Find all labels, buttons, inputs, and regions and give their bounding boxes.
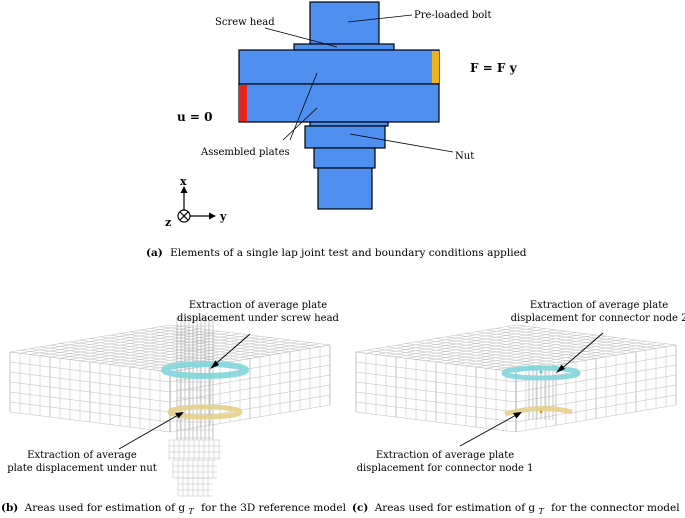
x-arrow-icon [180,186,188,193]
bolt-leader [347,14,413,23]
arrow-c-bottom [459,413,519,447]
caption-b-text: Areas used for estimation of g [24,502,186,514]
nut-lower [313,147,376,169]
caption-a-text: Elements of a single lap joint test and … [170,247,527,259]
nut-leader [349,133,454,153]
y-axis-label: y [219,210,227,223]
y-arrow-icon [209,212,216,220]
panel-a: Screw head Pre-loaded bolt F = F y u = 0… [146,1,527,259]
b-top-label-line1: Extraction of average plate [189,300,327,311]
caption-a-tag: (a) [146,247,163,259]
arrow-c-bottom-head-icon [513,412,522,419]
z-axis-label: z [165,216,171,229]
caption-c-tag: (c) [352,502,368,514]
b-top-label-line2: displacement under screw head [177,313,339,324]
caption-b-tail: for the 3D reference model [201,502,347,514]
c-top-label-line2: displacement for connector node 2 [511,313,685,324]
screw-head-label: Screw head [215,17,275,28]
screw-head-leader [264,27,338,48]
u0-label: u = 0 [177,110,212,124]
caption-c-sub: T [538,507,544,516]
x-axis-label: x [180,175,187,188]
c-bottom-label-line1: Extraction of average plate [376,450,514,461]
arrow-b-top [211,333,251,368]
force-label: F = F y [470,61,518,75]
c-top-label-line1: Extraction of average plate [530,300,668,311]
axis-triad: x y z [165,175,227,229]
mesh-connector-model [355,324,677,433]
bolt-label: Pre-loaded bolt [414,10,492,21]
b-bottom-label-line1: Extraction of average [27,450,137,461]
plates-leader-lower [282,107,318,141]
caption-b-sub: T [188,507,194,516]
ring-connector-node-1 [504,405,573,417]
force-boundary-condition [432,51,439,83]
arrow-b-bottom-head-icon [175,412,184,419]
upper-plate [238,49,440,85]
ring-under-nut [167,404,243,420]
bolt-shank-top [309,1,380,45]
ring-connector-node-2 [501,365,581,381]
b-bottom-label-line2: plate displacement under nut [7,463,157,474]
ring-under-screw-head [161,361,249,379]
caption-c: (c) Areas used for estimation of g T for… [352,502,680,517]
arrow-b-bottom [118,413,181,450]
caption-a: (a) Elements of a single lap joint test … [146,247,527,259]
panel-b: Extraction of average plate displacement… [1,300,347,517]
nut-upper [304,125,386,149]
arrow-c-top [559,332,604,371]
fixed-boundary-condition [239,85,247,121]
caption-c-tail: for the connector model [551,502,680,514]
connector-node-2-dot [539,370,543,374]
nut-label: Nut [455,151,474,162]
panel-c: Extraction of average plate displacement… [352,300,685,517]
mesh-3d-reference [9,317,331,497]
bolt-shank-bottom [317,167,373,210]
plates-label: Assembled plates [200,147,290,158]
caption-c-text: Areas used for estimation of g [374,502,536,514]
arrow-c-top-head-icon [556,364,565,373]
c-bottom-label-line2: displacement for connector node 1 [357,463,534,474]
caption-b: (b) Areas used for estimation of g T for… [1,502,347,517]
lower-plate [238,83,440,123]
connector-node-1-dot [539,410,543,414]
arrow-b-top-head-icon [210,360,219,369]
caption-b-tag: (b) [1,502,18,514]
